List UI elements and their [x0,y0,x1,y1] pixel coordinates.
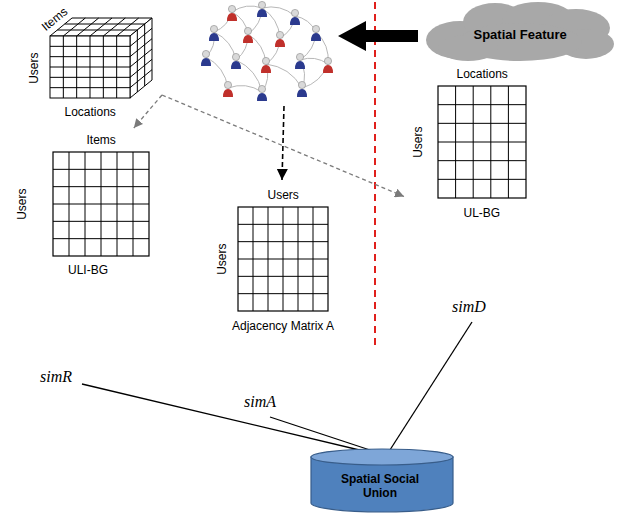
data-cube: ItemsUsersLocations [20,8,162,124]
user-icon [261,57,271,73]
cloud-text: Spatial Feature [474,27,567,43]
axis-label: Items [87,133,116,147]
user-icon [257,85,267,101]
user-icon [295,53,305,69]
matrix-caption: Adjacency Matrix A [232,319,334,333]
user-icon [275,31,285,47]
axis-label: Users [268,188,299,202]
user-icon [201,50,211,66]
user-icon [231,53,241,69]
divider-line [374,2,376,345]
database-cylinder: Spatial Social Union [310,448,454,512]
dashed-arrow [282,106,284,180]
network-link [232,6,262,12]
grid-shape [8,128,156,282]
axis-label: Users [411,127,425,158]
dashed-arrow [162,95,404,196]
user-icon [223,81,233,97]
axis-label: Locations [65,105,116,119]
axis-label: Users [215,244,229,275]
matrix-caption: UL-BG [464,206,501,220]
similarity-label: simD [452,298,486,316]
user-icon [227,5,237,21]
thick-arrow [338,21,418,51]
axis-label: Users [27,53,41,84]
axis-label: Users [15,189,29,220]
user-icon [311,25,321,41]
network-link [228,86,262,92]
matrix-box: ItemsUsersULI-BG [8,128,156,282]
similarity-line [82,384,372,453]
user-icon [243,27,253,43]
similarity-label: simA [244,393,276,411]
db-text: Spatial Social Union [328,472,432,501]
similarity-label: simR [40,368,72,386]
similarity-line [388,322,472,453]
grid-shape [210,183,350,339]
network-link [300,58,328,64]
similarity-line [270,417,379,453]
user-icon [297,81,307,97]
user-icon [323,57,333,73]
user-icon [209,25,219,41]
matrix-box: LocationsUsersUL-BG [404,62,534,226]
social-network [201,1,333,101]
feature-cloud: Spatial Feature [420,0,620,64]
dashed-arrow [134,95,162,128]
user-icon [290,9,300,25]
axis-label: Locations [457,67,508,81]
user-icon [257,1,267,17]
matrix-box: UsersUsersAdjacency Matrix A [210,183,350,339]
matrix-caption: ULI-BG [68,263,108,277]
